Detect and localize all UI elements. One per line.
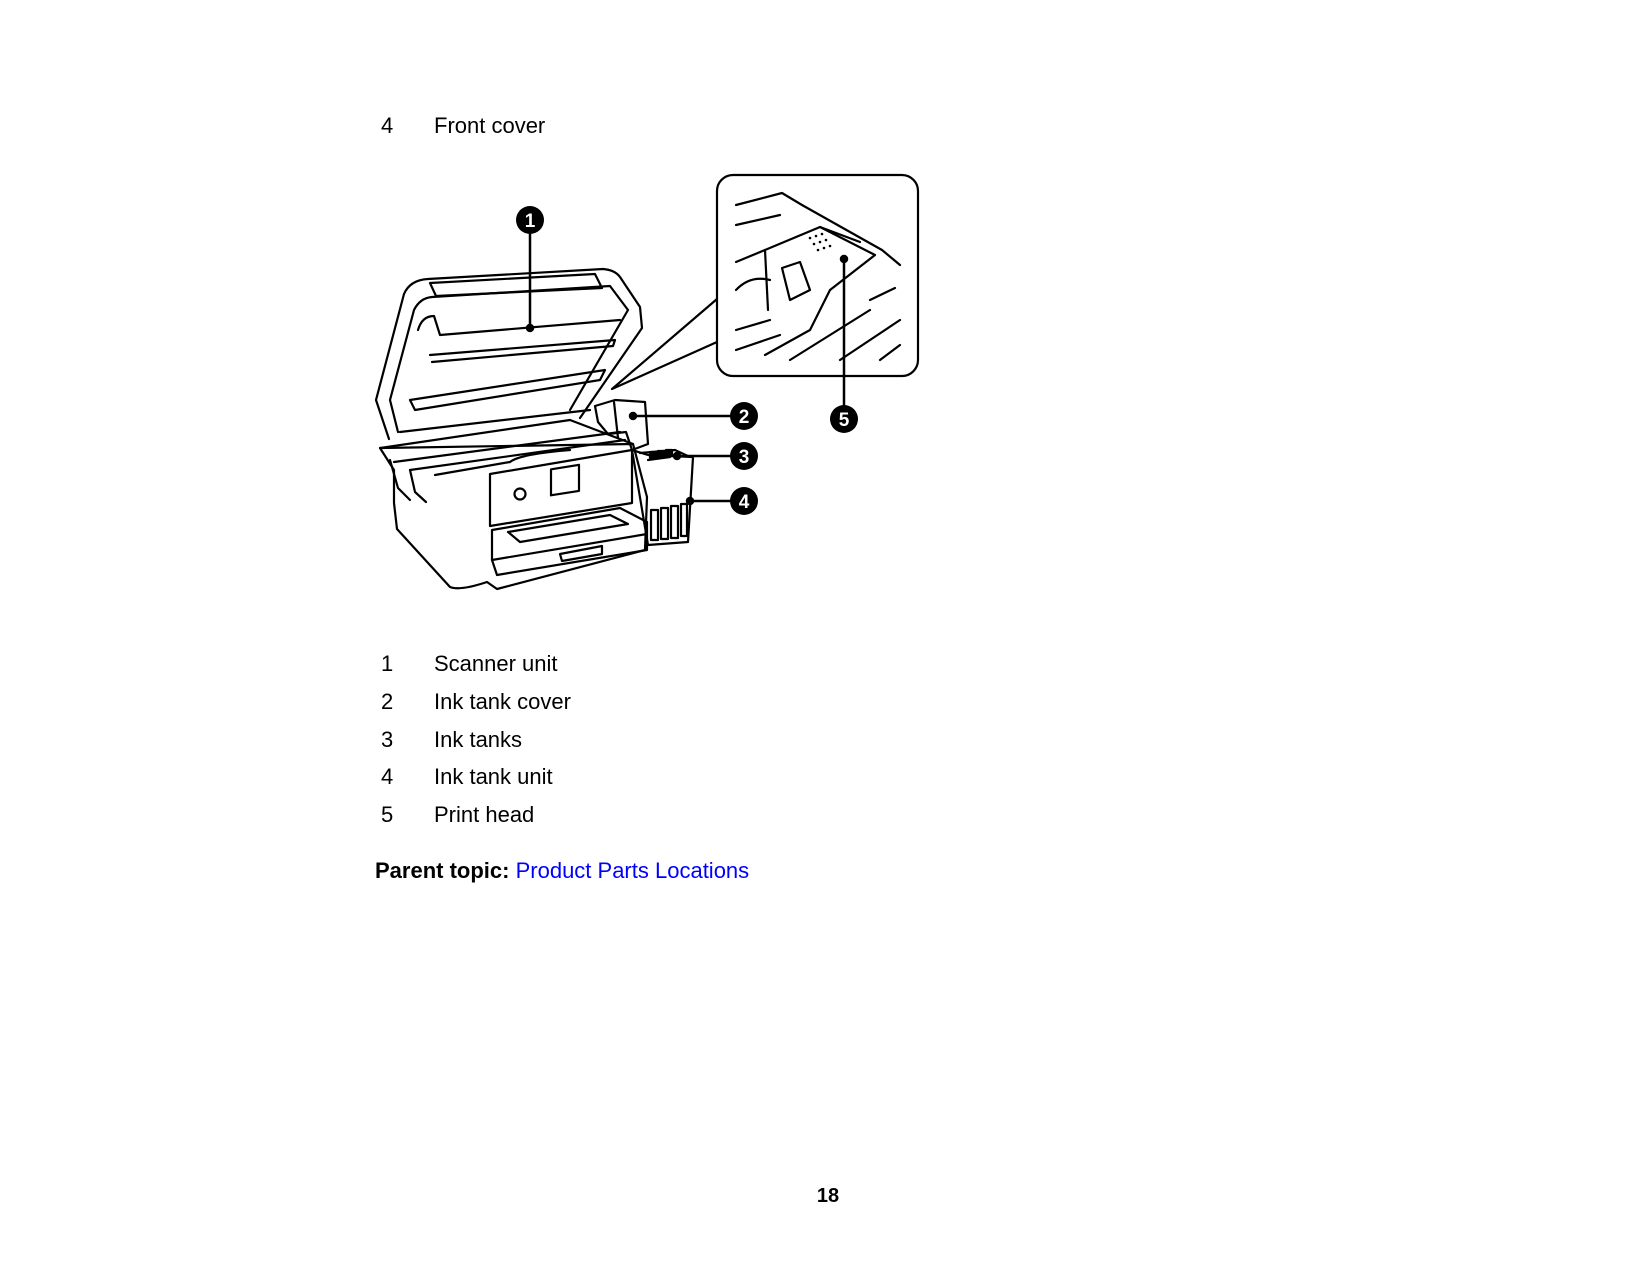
item-number: 4 [381,764,394,789]
callout-3: 3 [730,442,758,470]
item-label: Front cover [434,113,546,138]
item-label: Ink tanks [434,727,523,752]
item-number: 2 [381,689,394,714]
printer-body-drawing [378,418,649,591]
front-cover-panel [488,448,634,528]
item-number: 5 [381,802,394,827]
parent-topic-label: Parent topic: [375,858,510,883]
item-label: Scanner unit [434,651,558,676]
callout-5: 5 [830,405,858,433]
svg-text:3: 3 [739,447,750,468]
scanner-unit-drawing [374,267,644,441]
callout-2: 2 [730,402,758,430]
print-head-inset [610,173,920,391]
item-label: Ink tank cover [434,689,571,714]
item-label: Ink tank unit [434,764,553,789]
svg-text:1: 1 [525,211,536,232]
item-number: 4 [381,113,394,138]
item-number: 1 [381,651,394,676]
callout-leaders [525,218,849,506]
parent-topic: Parent topic: Product Parts Locations [375,858,749,884]
ink-tank-drawing [593,398,695,547]
item-label: Print head [434,802,535,827]
parent-topic-link[interactable]: Product Parts Locations [515,858,750,883]
svg-text:2: 2 [739,407,750,428]
callout-1: 1 [516,206,544,234]
printer-parts-illustration: 1 2 3 4 5 [374,173,920,591]
svg-text:5: 5 [839,410,850,431]
svg-text:4: 4 [739,492,750,513]
page-number: 18 [816,1185,840,1207]
item-number: 3 [381,727,394,752]
callout-4: 4 [730,487,758,515]
